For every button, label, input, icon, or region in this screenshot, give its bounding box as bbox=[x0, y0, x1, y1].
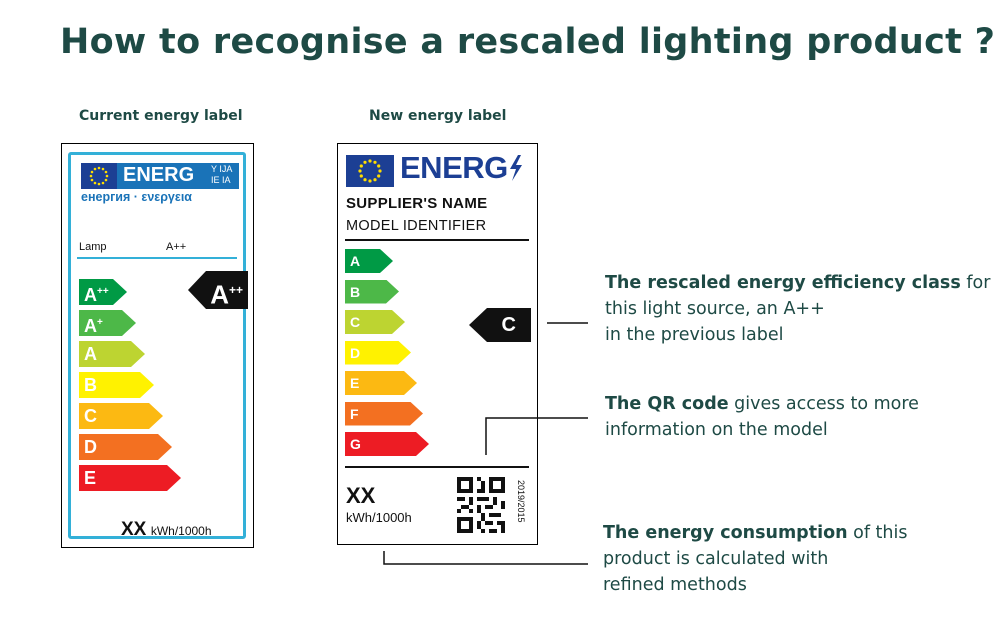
annotation-efficiency-line2: in the previous label bbox=[605, 325, 784, 345]
current-class-bar: C bbox=[79, 403, 163, 429]
new-class-letter: F bbox=[350, 405, 359, 422]
new-class-letter: A bbox=[350, 253, 361, 269]
current-class-letter: B bbox=[84, 375, 97, 395]
annotation-qr-bold: The QR code bbox=[605, 394, 729, 414]
new-class-bar: E bbox=[345, 371, 417, 395]
connector-consumption bbox=[383, 551, 588, 565]
divider bbox=[77, 257, 237, 259]
current-marker-sup: ++ bbox=[228, 283, 243, 297]
new-label-brand-text: ENERG bbox=[400, 150, 508, 185]
annotation-qr-line1: The QR code gives access to more bbox=[605, 391, 919, 417]
new-class-bar: A bbox=[345, 249, 393, 273]
current-class-bar: E bbox=[79, 465, 181, 491]
model-identifier: MODEL IDENTIFIER bbox=[346, 218, 487, 234]
divider bbox=[345, 239, 529, 241]
new-class-bar: G bbox=[345, 432, 429, 456]
new-class-letter: B bbox=[350, 283, 361, 300]
new-energy-label: ENERG SUPPLIER'S NAME MODEL IDENTIFIER A… bbox=[337, 143, 538, 545]
annotation-qr-line2: information on the model bbox=[605, 420, 828, 440]
current-label-frame: ENERG Y IJA IE IA енергия · ενεργεια Lam… bbox=[68, 152, 248, 541]
current-class-bar: A++ bbox=[79, 279, 127, 305]
current-class-bar: B bbox=[79, 372, 154, 398]
page-title: How to recognise a rescaled lighting pro… bbox=[60, 22, 996, 62]
new-class-marker: C bbox=[469, 308, 531, 342]
current-class-letter: C bbox=[84, 406, 97, 426]
regulation-number: 2019/2015 bbox=[516, 480, 526, 523]
annotation-consumption: The energy consumption of this product i… bbox=[603, 520, 908, 598]
new-label-caption: New energy label bbox=[369, 108, 507, 124]
new-class-bar: C bbox=[345, 310, 405, 334]
annotation-consumption-line1: The energy consumption of this bbox=[603, 520, 908, 546]
current-class-sup: ++ bbox=[97, 286, 109, 297]
current-label-consumption: XX kWh/1000h bbox=[121, 519, 212, 541]
eu-flag-icon bbox=[81, 163, 117, 189]
current-label-languages: Y IJA IE IA bbox=[211, 164, 232, 186]
current-label-class-text: A++ bbox=[166, 241, 187, 253]
current-class-bar: D bbox=[79, 434, 172, 460]
new-class-bar: B bbox=[345, 280, 399, 304]
annotation-consumption-line3: refined methods bbox=[603, 575, 747, 595]
new-consumption-unit: kWh/1000h bbox=[346, 510, 412, 525]
new-class-letter: G bbox=[350, 436, 361, 452]
annotation-efficiency-bold: The rescaled energy efficiency class bbox=[605, 273, 961, 293]
annotation-consumption-bold: The energy consumption bbox=[603, 523, 848, 543]
current-class-letter: A bbox=[84, 344, 97, 364]
annotation-consumption-line2: product is calculated with bbox=[603, 549, 829, 569]
current-class-letter: D bbox=[84, 437, 97, 457]
current-label-subtitle: енергия · ενεργεια bbox=[81, 190, 192, 204]
current-marker-letter: A bbox=[210, 279, 229, 310]
new-class-letter: D bbox=[350, 344, 361, 361]
current-energy-label: ENERG Y IJA IE IA енергия · ενεργεια Lam… bbox=[61, 143, 254, 548]
current-consumption-value: XX bbox=[121, 519, 147, 540]
current-consumption-unit: kWh/1000h bbox=[150, 524, 212, 538]
current-label-brand: ENERG bbox=[123, 164, 195, 186]
current-class-letter: A bbox=[84, 316, 97, 336]
lightning-icon bbox=[509, 155, 522, 181]
divider bbox=[345, 466, 529, 468]
current-label-caption: Current energy label bbox=[79, 108, 243, 124]
new-label-brand: ENERG bbox=[400, 150, 524, 186]
new-consumption-value: XX bbox=[346, 483, 376, 508]
annotation-consumption-text: of this bbox=[847, 523, 908, 543]
annotation-efficiency-line1: The rescaled energy efficiency class for… bbox=[605, 270, 1000, 322]
new-class-bar: D bbox=[345, 341, 411, 365]
current-class-letter: E bbox=[84, 468, 97, 488]
annotation-efficiency: The rescaled energy efficiency class for… bbox=[605, 270, 1000, 348]
current-class-sup: + bbox=[97, 317, 103, 328]
supplier-name: SUPPLIER'S NAME bbox=[346, 195, 488, 212]
new-class-bar: F bbox=[345, 402, 423, 426]
eu-flag-icon bbox=[346, 155, 394, 187]
new-class-letter: E bbox=[350, 375, 360, 391]
current-class-bar: A+ bbox=[79, 310, 136, 336]
new-class-letter: C bbox=[350, 314, 361, 330]
annotation-qr: The QR code gives access to more informa… bbox=[605, 391, 919, 443]
current-label-header: ENERG Y IJA IE IA bbox=[81, 163, 239, 189]
current-label-product: Lamp bbox=[79, 241, 107, 253]
lang-line-1: Y IJA bbox=[211, 164, 233, 174]
qr-code-icon bbox=[457, 477, 505, 533]
current-class-marker: A++ bbox=[188, 271, 248, 309]
annotation-efficiency-text: for this light source, an A++ bbox=[605, 273, 991, 319]
lang-line-2: IE IA bbox=[211, 175, 231, 185]
current-class-letter: A bbox=[84, 285, 97, 305]
annotation-qr-text: gives access to more bbox=[728, 394, 919, 414]
current-class-bar: A bbox=[79, 341, 145, 367]
